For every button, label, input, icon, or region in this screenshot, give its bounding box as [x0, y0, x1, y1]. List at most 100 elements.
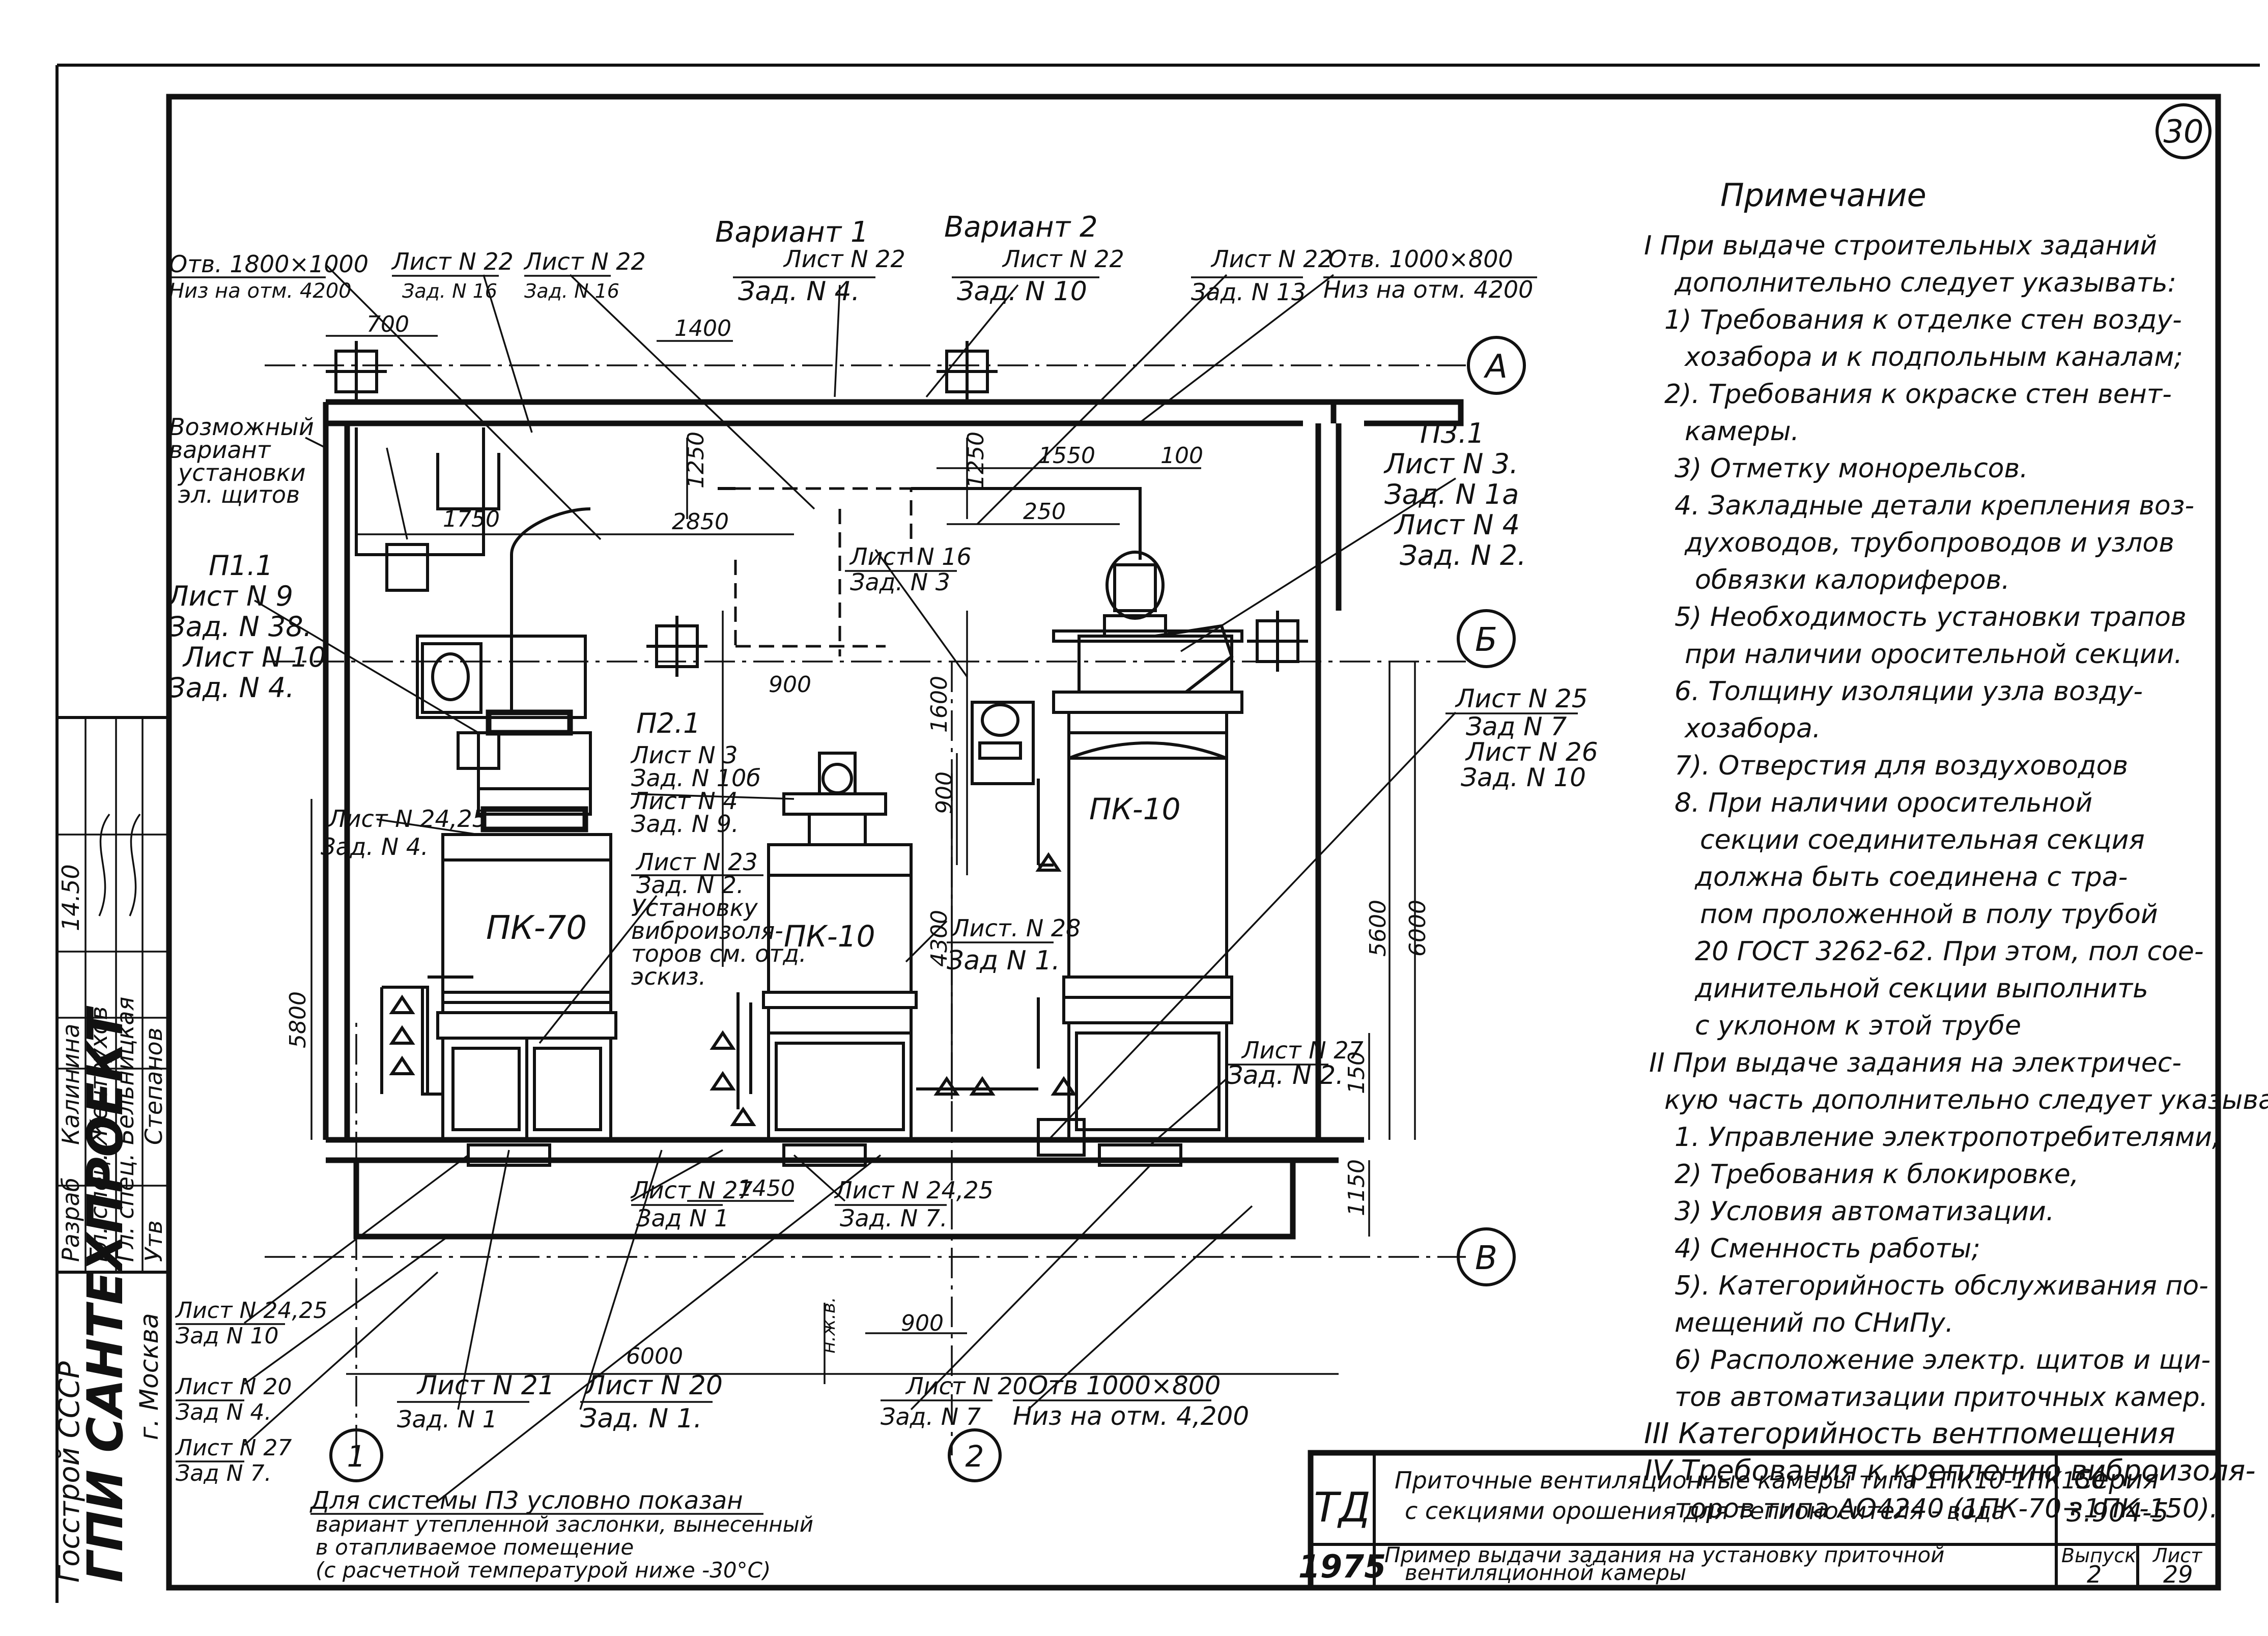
- svg-text:Зад. N 10б: Зад. N 10б: [631, 764, 761, 792]
- svg-text:2850: 2850: [672, 509, 729, 535]
- svg-text:Низ на отм. 4200: Низ на отм. 4200: [169, 279, 352, 303]
- note-line: 5) Необходимость установки трапов: [1675, 602, 2187, 633]
- note-line: 5). Категорийность обслуживания по-: [1675, 1271, 2208, 1301]
- svg-text:с секциями орошения для теплон: с секциями орошения для теплоносителя - …: [1405, 1497, 2005, 1525]
- svg-text:Зад. N 7.: Зад. N 7.: [840, 1204, 948, 1232]
- unit-pk10-middle: ПК-10: [762, 752, 918, 1141]
- svg-text:1600: 1600: [926, 676, 952, 733]
- note-line: 6) Расположение электр. щитов и щи-: [1675, 1345, 2210, 1375]
- note-line: 1) Требования к отделке стен возду-: [1664, 305, 2182, 335]
- svg-text:ТД: ТД: [1314, 1484, 1370, 1531]
- svg-text:900: 900: [769, 672, 811, 698]
- note-line: 2) Требования к блокировке,: [1675, 1159, 2079, 1190]
- svg-text:Приточные вентиляционные камер: Приточные вентиляционные камеры типа 1ПК…: [1395, 1467, 2106, 1494]
- callout-list22-var2: Лист N 22 Зад. N 10: [952, 245, 1124, 307]
- svg-text:Для системы П3 условно показан: Для системы П3 условно показан: [309, 1486, 743, 1515]
- callout-otv-bottom: Отв 1000×800 Низ на отм. 4,200: [1013, 1371, 1249, 1431]
- svg-text:Лист N 24,25: Лист N 24,25: [834, 1176, 994, 1204]
- note-line: 8. При наличии оросительной: [1675, 788, 2092, 818]
- svg-text:3.904-5: 3.904-5: [2066, 1498, 2169, 1528]
- callout-p21: П2.1 Лист N 3 Зад. N 10б Лист N 4 Зад. N…: [630, 707, 761, 838]
- svg-text:Степанов: Степанов: [140, 1027, 167, 1145]
- callout-list2425-bottom: Лист N 24,25 Зад. N 7.: [834, 1176, 994, 1232]
- svg-text:Госстрой СССР: Госстрой СССР: [53, 1361, 86, 1583]
- svg-text:Жентоухов: Жентоухов: [85, 1006, 112, 1146]
- svg-text:Зад. N 4.: Зад. N 4.: [738, 276, 860, 307]
- callout-list22-b: Лист N 22 Зад. N 16: [523, 248, 646, 302]
- svg-text:1450: 1450: [738, 1175, 795, 1201]
- callout-list16: Лист N 16 Зад. N 3: [845, 543, 972, 596]
- svg-text:ПК-10: ПК-10: [1089, 792, 1181, 826]
- svg-text:Вариант 2: Вариант 2: [944, 211, 1098, 244]
- axis-marker-b: Б: [1457, 609, 1516, 668]
- callout-p31: П3.1 Лист N 3. Зад. N 1а Лист N 4 Зад. N…: [1383, 417, 1526, 571]
- svg-text:вентиляционной камеры: вентиляционной камеры: [1405, 1560, 1686, 1585]
- callout-list22-a: Лист N 22 Зад. N 16: [391, 248, 514, 302]
- callout-left-column: Лист N 24,25 Зад N 10 Лист N 20 Зад N 4.…: [175, 1298, 327, 1486]
- svg-text:вариант утепленной заслонки, в: вариант утепленной заслонки, вынесенный: [316, 1512, 813, 1537]
- svg-text:30: 30: [2164, 113, 2204, 150]
- svg-text:Лист N 16: Лист N 16: [849, 543, 972, 570]
- svg-text:ПК-10: ПК-10: [784, 919, 875, 954]
- svg-text:Отв. 1000×800: Отв. 1000×800: [1328, 245, 1513, 273]
- svg-text:Зад. N 10: Зад. N 10: [957, 276, 1087, 307]
- note-line: должна быть соединена с тра-: [1694, 862, 2128, 893]
- svg-text:1750: 1750: [443, 506, 500, 532]
- svg-text:Зад. N 4.: Зад. N 4.: [168, 672, 294, 704]
- note-line: 7). Отверстия для воздуховодов: [1675, 751, 2128, 781]
- note-line: дополнительно следует указывать:: [1674, 268, 2176, 298]
- title-block: ТД 1975 Приточные вентиляционные камеры …: [1298, 1450, 2221, 1591]
- callout-p11: П1.1 Лист N 9 Зад. N 38. Лист N 10 Зад. …: [167, 550, 326, 704]
- note-line: обвязки калориферов.: [1695, 565, 2010, 595]
- callout-list21: Лист N 21 Зад. N 1: [397, 1370, 555, 1433]
- callout-list23: Лист N 23 Зад. N 2. Установку виброизоля…: [631, 848, 807, 990]
- svg-text:В: В: [1475, 1240, 1497, 1277]
- svg-text:в отапливаемое помещение: в отапливаемое помещение: [316, 1535, 634, 1560]
- svg-text:5600: 5600: [1365, 900, 1391, 957]
- svg-text:Лист N 21: Лист N 21: [416, 1370, 555, 1401]
- side-stamp: Госстрой СССР ГПИ САНТЕХПРОЕКТ г. Москва…: [53, 716, 171, 1583]
- note-line: 1. Управление электропотребителями;: [1675, 1122, 2221, 1153]
- callout-list22-var1: Лист N 22 Зад. N 4.: [733, 245, 905, 307]
- unit-pk70: ПК-70: [416, 507, 617, 1141]
- svg-text:Лист N 27: Лист N 27: [630, 1176, 753, 1204]
- note-line: II При выдаче задания на электричес-: [1649, 1048, 2181, 1078]
- svg-text:Лист. N 28: Лист. N 28: [951, 914, 1081, 942]
- svg-text:Зад. N 16: Зад. N 16: [402, 280, 497, 302]
- svg-text:1250: 1250: [683, 432, 709, 489]
- callout-list28: Лист. N 28 Зад N 1.: [947, 914, 1081, 976]
- notes-block: Примечание I При выдаче строительных зад…: [1644, 177, 2268, 1524]
- svg-text:Низ на отм. 4200: Низ на отм. 4200: [1323, 276, 1533, 303]
- note-line: динительной секции выполнить: [1694, 973, 2148, 1004]
- dimension-texts: 700 1400 1750 2850 1250 1250 1550 100 25…: [285, 311, 1431, 1369]
- svg-text:6000: 6000: [626, 1343, 683, 1369]
- svg-text:П2.1: П2.1: [636, 707, 700, 739]
- callouts: Отв. 1800×1000 Низ на отм. 4200 Лист N 2…: [167, 245, 1598, 1583]
- svg-text:Лист N 4: Лист N 4: [630, 787, 738, 815]
- svg-text:Зад. N 38.: Зад. N 38.: [168, 611, 312, 643]
- svg-text:Лист N 22: Лист N 22: [523, 248, 646, 275]
- svg-text:вариант: вариант: [169, 436, 271, 464]
- svg-text:г. Москва: г. Москва: [134, 1313, 164, 1440]
- svg-text:Выпуск: Выпуск: [2061, 1544, 2136, 1567]
- callout-list22-c: Лист N 22 Зад. N 13: [1191, 245, 1333, 306]
- svg-text:1: 1: [347, 1439, 366, 1474]
- note-line: 4) Сменность работы;: [1675, 1233, 1980, 1264]
- callout-list20-b: Лист N 20 Зад. N 7: [881, 1372, 1028, 1430]
- svg-text:1975: 1975: [1298, 1548, 1386, 1585]
- svg-text:2: 2: [2087, 1561, 2102, 1588]
- svg-text:Б: Б: [1475, 621, 1497, 659]
- svg-text:Гл. спец.: Гл. спец.: [85, 1153, 112, 1262]
- svg-text:ПК-70: ПК-70: [486, 909, 587, 947]
- svg-text:Зад. N 1.: Зад. N 1.: [580, 1403, 702, 1434]
- note-line: камеры.: [1685, 416, 1799, 447]
- axis-marker-v: В: [1457, 1227, 1516, 1286]
- svg-text:4300: 4300: [926, 910, 952, 967]
- callout-otv-left: Отв. 1800×1000 Низ на отм. 4200: [169, 250, 368, 303]
- axis-marker-1: 1: [329, 1428, 383, 1482]
- svg-text:Зад. N 16: Зад. N 16: [524, 280, 619, 302]
- svg-text:ГПИ САНТЕХПРОЕКТ: ГПИ САНТЕХПРОЕКТ: [77, 1006, 134, 1583]
- note-line: 3) Отметку монорельсов.: [1675, 453, 2028, 484]
- svg-text:установки: установки: [177, 459, 306, 486]
